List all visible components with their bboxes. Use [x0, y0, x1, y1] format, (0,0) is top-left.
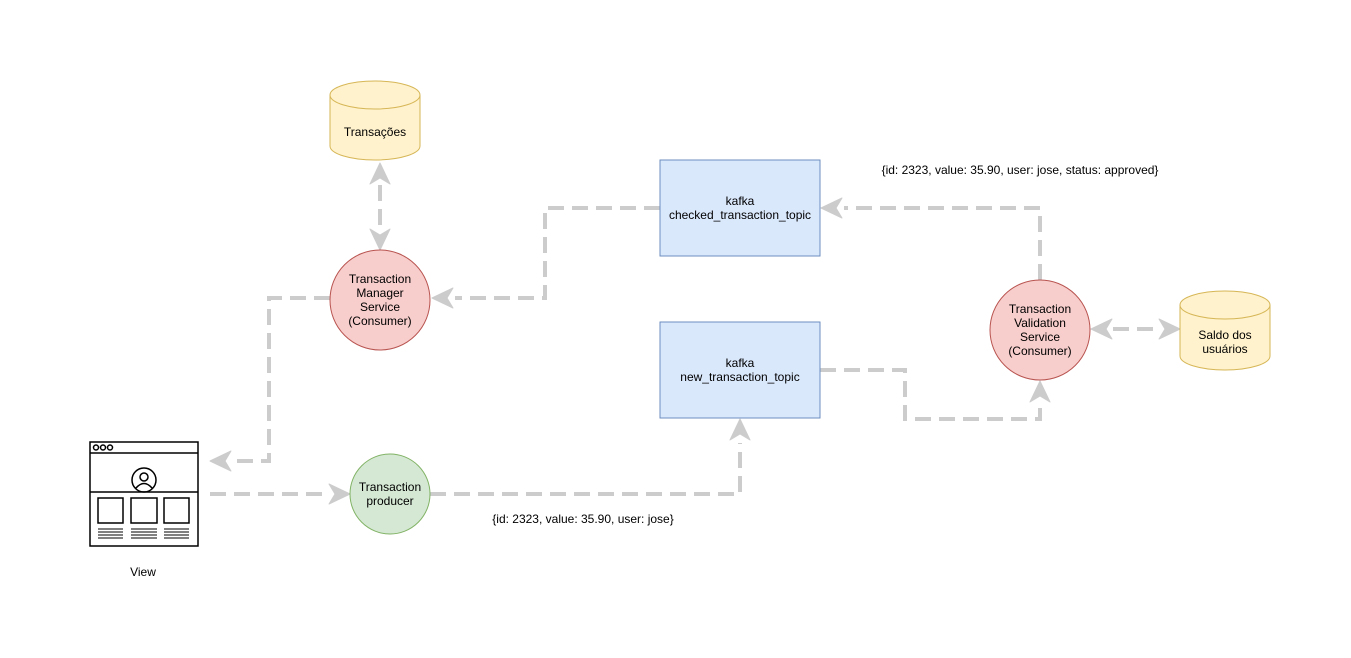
label-line: View: [130, 565, 156, 579]
label-line: Service: [1020, 330, 1060, 344]
arrowhead-to-view: [209, 450, 232, 472]
label-line: Transaction: [359, 480, 421, 494]
saldo-cylinder-body: [1179, 305, 1271, 371]
label-line: (Consumer): [1008, 344, 1071, 358]
label-line: checked_transaction_topic: [669, 208, 811, 222]
edge-checked-topic-manager: [455, 206, 660, 300]
edge-new-topic-validation: [820, 368, 1042, 421]
edge-producer-new-topic: [430, 443, 742, 496]
manager-service-circle: [329, 249, 431, 351]
new-message-label: {id: 2323, value: 35.90, user: jose}: [492, 512, 673, 526]
checked-topic-box: [659, 159, 821, 257]
label-line: Service: [360, 300, 400, 314]
saldo-cylinder-top: [1179, 290, 1271, 320]
view-label: View: [130, 565, 156, 579]
producer-circle: [349, 453, 431, 535]
label-line: Transações: [344, 125, 406, 139]
arrowhead-to-transacoes: [369, 162, 391, 185]
label-line: new_transaction_topic: [680, 370, 799, 384]
arrowhead-to-validation-from-db: [1090, 318, 1113, 340]
label-line: kafka: [726, 356, 755, 370]
label-line: Transaction: [1009, 302, 1071, 316]
label-line: kafka: [726, 194, 755, 208]
transacoes-database[interactable]: Transações: [329, 80, 421, 161]
edge-validation-checked-topic: [844, 206, 1042, 280]
arrowhead-to-producer: [328, 483, 351, 505]
validation-service-circle: [989, 279, 1091, 381]
label-line: Transaction: [349, 272, 411, 286]
transacoes-label: Transações: [344, 125, 406, 139]
arrowhead-to-checked-topic: [820, 197, 843, 219]
label-line: Saldo dos: [1198, 328, 1251, 342]
approved-message-label: {id: 2323, value: 35.90, user: jose, sta…: [882, 163, 1159, 177]
arrowhead-to-validation: [1029, 380, 1051, 403]
label-line: usuários: [1202, 342, 1247, 356]
arrowhead-to-manager-from-db: [369, 228, 391, 251]
new-topic-box: [659, 321, 821, 419]
arrowhead-to-manager: [431, 287, 454, 309]
label-line: Validation: [1014, 316, 1066, 330]
view-node[interactable]: View: [89, 441, 199, 579]
transacoes-cylinder-body: [329, 95, 421, 161]
edge-manager-view: [232, 296, 330, 463]
label-line: Manager: [356, 286, 403, 300]
transacoes-cylinder-top: [329, 80, 421, 110]
arrowhead-to-new-topic: [729, 418, 751, 441]
arrowhead-to-saldo: [1158, 318, 1181, 340]
label-line: (Consumer): [348, 314, 411, 328]
edges: [209, 162, 1181, 505]
label-line: producer: [366, 494, 413, 508]
web-page-icon: [89, 441, 199, 547]
